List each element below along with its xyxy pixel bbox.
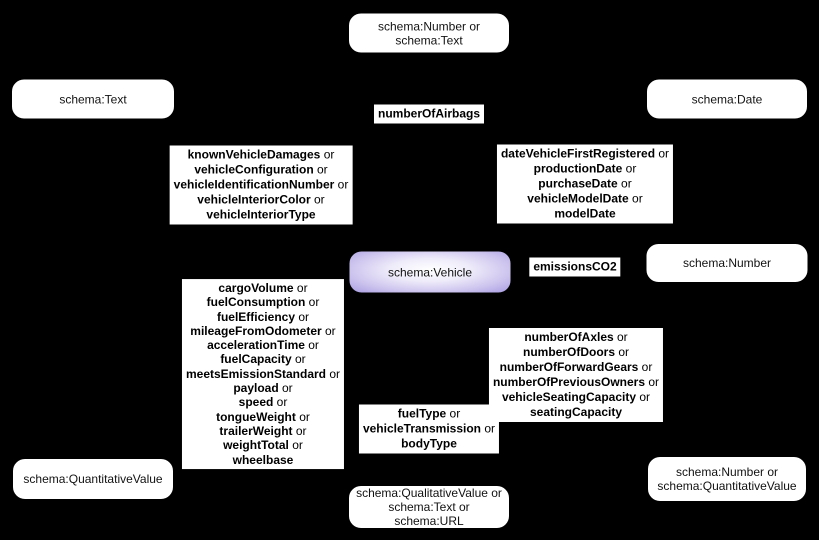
edge-property-line: payload or [233, 381, 293, 396]
node-type-line: schema:QualitativeValue or [356, 486, 502, 500]
node-type-line: schema:QuantitativeValue [657, 479, 797, 493]
edge-property-line: fuelEfficiency or [216, 309, 310, 324]
node-type-line: schema:Number [682, 256, 772, 270]
edge-property-line: trailerWeight or [219, 424, 307, 439]
node-type-line: schema:URL [394, 514, 464, 528]
edge-property-line: vehicleInteriorColor or [197, 192, 325, 207]
node-type-line: schema:Text [59, 92, 127, 106]
edge-property-line: numberOfAirbags [377, 106, 481, 121]
edge-property-line: mileageFromOdometer or [190, 323, 336, 338]
edge-property-line: productionDate or [533, 161, 637, 176]
edge-label-emissions-co2: emissionsCO2 [529, 257, 621, 277]
edge-property-line: vehicleInteriorType [206, 207, 316, 222]
edge-property-line: vehicleTransmission or [362, 421, 496, 436]
edge-property-line: modelDate [554, 206, 616, 221]
edge-property-line: meetsEmissionStandard or [185, 366, 341, 381]
node-type-line: schema:Vehicle [387, 265, 473, 279]
node-schema-quantitative-value[interactable]: schema:QuantitativeValue [12, 458, 174, 500]
node-schema-number[interactable]: schema:Number [645, 243, 809, 283]
edge-property-line: cargoVolume or [218, 281, 308, 296]
edge-property-line: numberOfAxles or [524, 330, 628, 344]
node-schema-vehicle[interactable]: schema:Vehicle [348, 250, 512, 294]
edge-property-line: vehicleSeatingCapacity or [501, 390, 651, 404]
node-type-line: schema:QuantitativeValue [23, 472, 163, 486]
edge-property-line: vehicleIdentificationNumber or [173, 177, 349, 192]
edge-property-line: weightTotal or [223, 438, 303, 453]
edge-property-line: fuelType or [397, 406, 461, 421]
node-type-line: schema:Text or [388, 500, 470, 514]
edge-property-line: numberOfDoors or [522, 345, 630, 359]
edge-property-line: speed or [238, 395, 288, 410]
edge-property-line: emissionsCO2 [533, 259, 617, 274]
edge-property-line: fuelCapacity or [220, 352, 306, 367]
node-schema-text[interactable]: schema:Text [11, 78, 175, 120]
node-type-line: schema:Text [395, 33, 463, 47]
edge-property-line: dateVehicleFirstRegistered or [500, 146, 670, 161]
edge-property-line: vehicleConfiguration or [194, 162, 328, 177]
edge-property-line: bodyType [401, 436, 457, 451]
node-type-line: schema:Number or [675, 465, 779, 479]
edge-label-number-of-airbags: numberOfAirbags [373, 104, 485, 124]
edge-property-line: purchaseDate or [538, 176, 632, 191]
edge-property-line: tongueWeight or [216, 409, 310, 424]
edge-property-line: accelerationTime or [207, 338, 319, 353]
edge-property-line: numberOfPreviousOwners or [492, 375, 660, 389]
node-type-line: schema:Number or [377, 19, 481, 33]
edge-property-line: fuelConsumption or [206, 295, 320, 310]
edge-property-line: knownVehicleDamages or [187, 147, 335, 162]
edge-property-line: seatingCapacity [529, 405, 623, 419]
node-type-line: schema:Date [691, 92, 763, 106]
edge-property-line: vehicleModelDate or [527, 191, 643, 206]
node-schema-date[interactable]: schema:Date [646, 78, 808, 120]
edge-property-line: wheelbase [232, 452, 294, 467]
edge-property-line: numberOfForwardGears or [499, 360, 653, 374]
